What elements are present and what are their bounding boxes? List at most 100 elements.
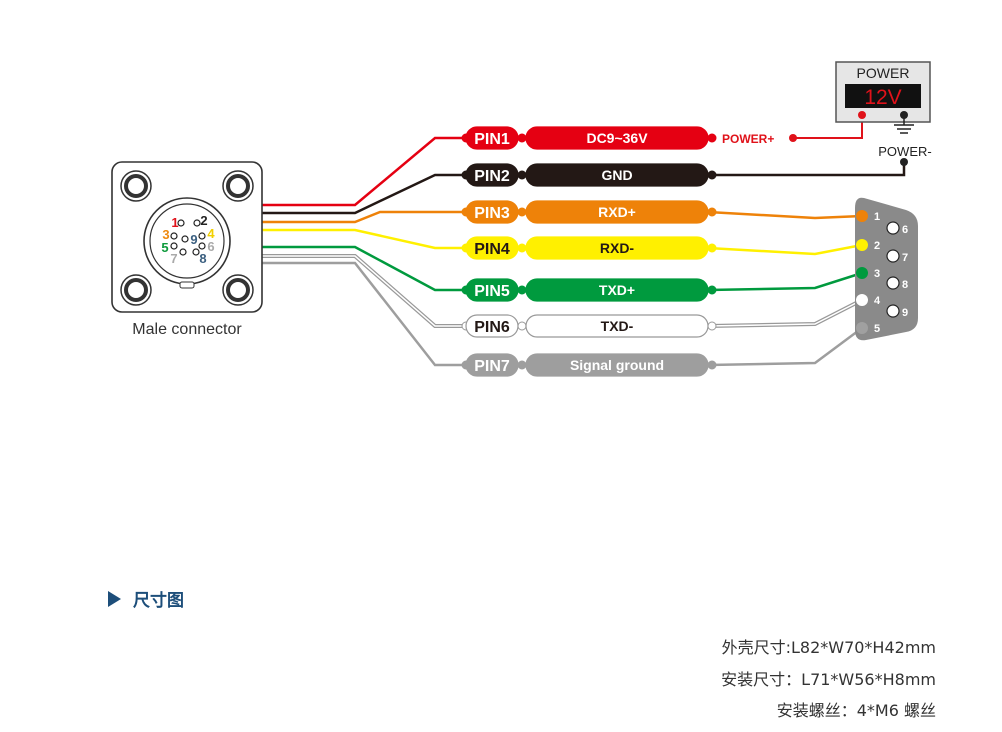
- wire-out-pin2: [708, 162, 906, 177]
- section-heading: 尺寸图: [108, 586, 184, 611]
- pin-label: PIN5: [474, 283, 510, 300]
- wire-pin1: [262, 136, 466, 207]
- pin-label: PIN1: [474, 131, 510, 148]
- wire-joint: [517, 133, 527, 143]
- wire-pin7: [262, 261, 466, 367]
- signal-label: TXD+: [599, 282, 635, 298]
- connector-pin-hole: [177, 219, 185, 227]
- db9-pin-number: 4: [874, 295, 881, 307]
- connector-pin-hole: [170, 242, 178, 250]
- spec-shell-size: 外壳尺寸:L82*W70*H42mm: [721, 638, 936, 657]
- pin-label: PIN7: [474, 358, 510, 375]
- signal-label: GND: [601, 167, 632, 183]
- wire-out-pin7: [707, 326, 863, 367]
- screw-head-icon: [124, 278, 148, 302]
- connector-pin-hole: [192, 248, 200, 256]
- pin-row: PIN5 TXD+: [461, 278, 717, 302]
- db9-pin-number: 3: [874, 268, 880, 280]
- pin-label: PIN2: [474, 168, 510, 185]
- power-minus-label: POWER-: [878, 144, 931, 159]
- db9-pin: [856, 322, 868, 334]
- db9-pin-number: 8: [902, 279, 908, 291]
- wire-joint: [900, 158, 908, 166]
- connector-label: Male connector: [132, 321, 242, 338]
- screw-head-icon: [226, 174, 250, 198]
- connector-pin-number: 8: [199, 251, 206, 266]
- wire-joint: [517, 321, 527, 331]
- signal-label: TXD-: [601, 318, 634, 334]
- pin-label: PIN6: [474, 319, 510, 336]
- wire-joint: [517, 360, 527, 370]
- db9-pin: [886, 304, 900, 318]
- triangle-bullet-icon: [108, 590, 121, 607]
- db9-pin-number: 9: [902, 307, 908, 319]
- connector-pin-number: 6: [207, 239, 214, 254]
- db9-pin-number: 2: [874, 240, 880, 252]
- wire-pin3: [262, 210, 466, 224]
- wire-out-pin3: [707, 210, 863, 220]
- signal-label: DC9~36V: [586, 130, 648, 146]
- wire-pin2: [262, 173, 466, 215]
- wire-core: [707, 299, 863, 327]
- spec-mount-size: 安装尺寸：L71*W56*H8mm: [721, 670, 936, 689]
- connector-pin-hole: [181, 235, 189, 243]
- wire-joint: [517, 207, 527, 217]
- db9-pin: [886, 249, 900, 263]
- pin-row: PIN4 RXD-: [461, 236, 717, 260]
- power-plus-label: POWER+: [722, 132, 774, 146]
- screw-head-icon: [124, 174, 148, 198]
- wire-pin5: [262, 245, 466, 292]
- power-display: 12V: [864, 86, 901, 109]
- wire-joint: [517, 170, 527, 180]
- wire-joint: [707, 133, 717, 143]
- connector-pin-hole: [179, 248, 187, 256]
- section-title: 尺寸图: [133, 591, 184, 611]
- pin-row: PIN2 GND: [461, 163, 717, 187]
- wires: [262, 115, 908, 367]
- spec-screws: 安装螺丝：4*M6 螺丝: [776, 701, 936, 720]
- signal-label: RXD+: [598, 204, 636, 220]
- pin-row: PIN7 Signal ground: [461, 353, 717, 377]
- connector-pin-number: 7: [170, 251, 177, 266]
- wire-core: [262, 255, 466, 327]
- wire-joint: [707, 360, 717, 370]
- wire-joint: [707, 243, 717, 253]
- db9-pin-number: 1: [874, 211, 880, 223]
- wire-out-pin6: [707, 298, 863, 328]
- connector-pin-number: 4: [207, 226, 215, 241]
- wire-joint: [517, 285, 527, 295]
- connector-pin-number: 3: [162, 227, 169, 242]
- wire-joint: [707, 207, 717, 217]
- wire-joint: [707, 285, 717, 295]
- pin-row: PIN1 DC9~36V: [461, 126, 717, 150]
- pin-label: PIN4: [474, 241, 510, 258]
- wire-out-pin4: [707, 243, 863, 256]
- db9-pin: [856, 239, 868, 251]
- db9-pin: [886, 276, 900, 290]
- db9-pin-number: 7: [902, 252, 908, 264]
- signal-label: RXD-: [600, 240, 635, 256]
- wire-pin4: [262, 228, 466, 250]
- wire-out-pin5: [707, 271, 863, 292]
- connector-pin-hole: [170, 232, 178, 240]
- db9-pin: [856, 210, 868, 222]
- connector-pin-number: 9: [190, 232, 197, 247]
- db9-pin: [856, 267, 868, 279]
- db9-pin: [856, 294, 868, 306]
- db9-pin: [886, 221, 900, 235]
- connector-pin-hole: [193, 219, 201, 227]
- connector-pin-hole: [198, 242, 206, 250]
- wire-joint: [707, 170, 717, 180]
- pin-label: PIN3: [474, 205, 510, 222]
- connector-pin-hole: [198, 232, 206, 240]
- pin-row: PIN3 RXD+: [461, 200, 717, 224]
- connector-pin-number: 1: [171, 215, 178, 230]
- power-supply: POWER 12V: [835, 61, 931, 134]
- signal-label: Signal ground: [570, 357, 664, 373]
- db9-pin-number: 6: [902, 224, 908, 236]
- screw-head-icon: [226, 278, 250, 302]
